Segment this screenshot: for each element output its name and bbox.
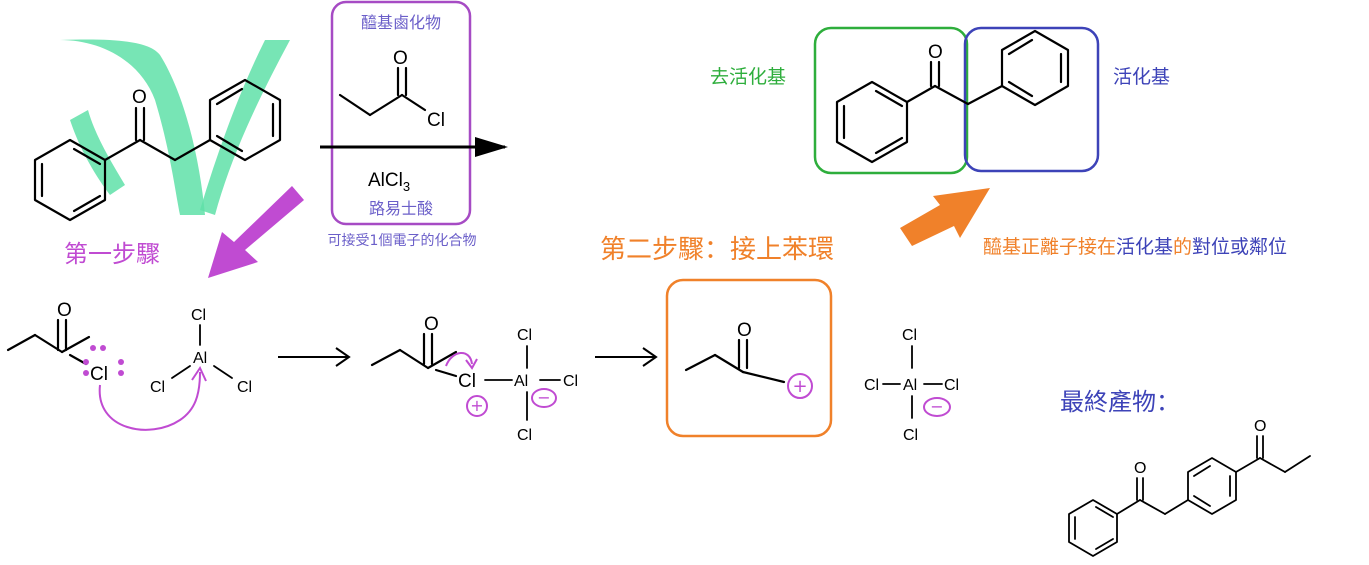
activating-group-label: 活化基 (1113, 66, 1170, 88)
annotated-molecule: O (835, 29, 1070, 164)
aluminum-atom-label: Al (903, 377, 917, 394)
chlorine-atom-label: Cl (903, 427, 918, 444)
lewis-acid-label: 路易士酸 (369, 199, 433, 218)
chlorine-atom-label: Cl (458, 371, 476, 392)
oxygen-atom-label: O (737, 320, 752, 341)
catalyst-formula: AlCl3 (368, 170, 410, 194)
electron-push-arrow (98, 371, 201, 431)
activating-group-box (963, 26, 1100, 173)
oxygen-atom-label: O (132, 87, 147, 108)
chlorine-atom-label: Cl (563, 373, 578, 390)
rule-part: 醯基正離子接在 (983, 236, 1116, 258)
svg-text:+: + (470, 396, 483, 415)
chlorine-atom-label: Cl (191, 307, 206, 324)
mint-swoosh-decoration (60, 39, 290, 215)
starting-material-molecule: O (33, 78, 282, 222)
chlorine-atom-label: Cl (902, 327, 917, 344)
aluminum-atom-label: Al (193, 350, 207, 367)
oxygen-atom-label: O (1134, 460, 1146, 477)
chlorine-atom-label: Cl (150, 379, 165, 396)
chlorine-atom-label: Cl (944, 377, 959, 394)
chlorine-atom-label: Cl (517, 427, 532, 444)
chlorine-atom-label: Cl (864, 377, 879, 394)
oxygen-atom-label: O (393, 48, 408, 69)
oxygen-atom-label: O (1254, 418, 1266, 435)
orange-direction-arrow (900, 188, 990, 246)
svg-text:−: − (537, 388, 550, 407)
acylium-positive-charge: + (787, 373, 813, 399)
step1-label: 第一步驟 (64, 240, 160, 268)
final-product-label: 最終產物： (1060, 388, 1180, 416)
oxygen-atom-label: O (57, 300, 72, 321)
rule-part: 的 (1173, 236, 1192, 258)
step1-acyl-chloride: O Cl (6, 300, 124, 385)
rule-part: 活化基 (1116, 236, 1173, 258)
oxygen-atom-label: O (424, 314, 439, 335)
tetrachloroaluminate-ion: Cl Al Cl Cl Cl − (864, 327, 959, 444)
lewis-acid-complex: O Cl Al Cl Cl Cl (370, 314, 578, 444)
step1-arrow (208, 186, 304, 278)
substitution-rule-text: 醯基正離子接在活化基的對位或鄰位 (983, 236, 1287, 258)
main-reaction-arrowhead (475, 137, 508, 157)
rule-part: 對位或鄰位 (1192, 236, 1287, 258)
lone-pair-dots (83, 345, 124, 376)
svg-text:+: + (792, 376, 807, 397)
chlorine-atom-label: Cl (237, 379, 252, 396)
reagent-box: 醯基鹵化物 O Cl (330, 0, 472, 226)
deactivating-group-box (813, 26, 969, 175)
svg-text:−: − (930, 397, 943, 416)
chlorine-atom-label: Cl (90, 364, 108, 385)
lewis-acid-note: 可接受1個電子的化合物 (328, 232, 477, 249)
oxygen-atom-label: O (928, 42, 943, 63)
aluminum-atom-label: Al (514, 373, 528, 390)
step1-aluminum-chloride: Cl Al Cl Cl (150, 307, 252, 396)
bond-cleavage-arrow (445, 352, 473, 367)
step2-label: 第二步驟：接上苯環 (600, 235, 834, 265)
deactivating-group-label: 去活化基 (710, 66, 786, 88)
negative-charge: − (531, 388, 557, 408)
positive-charge: + (466, 395, 488, 417)
chlorine-atom-label: Cl (517, 327, 532, 344)
final-product-molecule: O O (1068, 418, 1311, 557)
acyl-halide-label: 醯基鹵化物 (361, 13, 441, 32)
chlorine-atom-label: Cl (427, 110, 445, 131)
acylium-ion-box: O + (665, 278, 833, 438)
